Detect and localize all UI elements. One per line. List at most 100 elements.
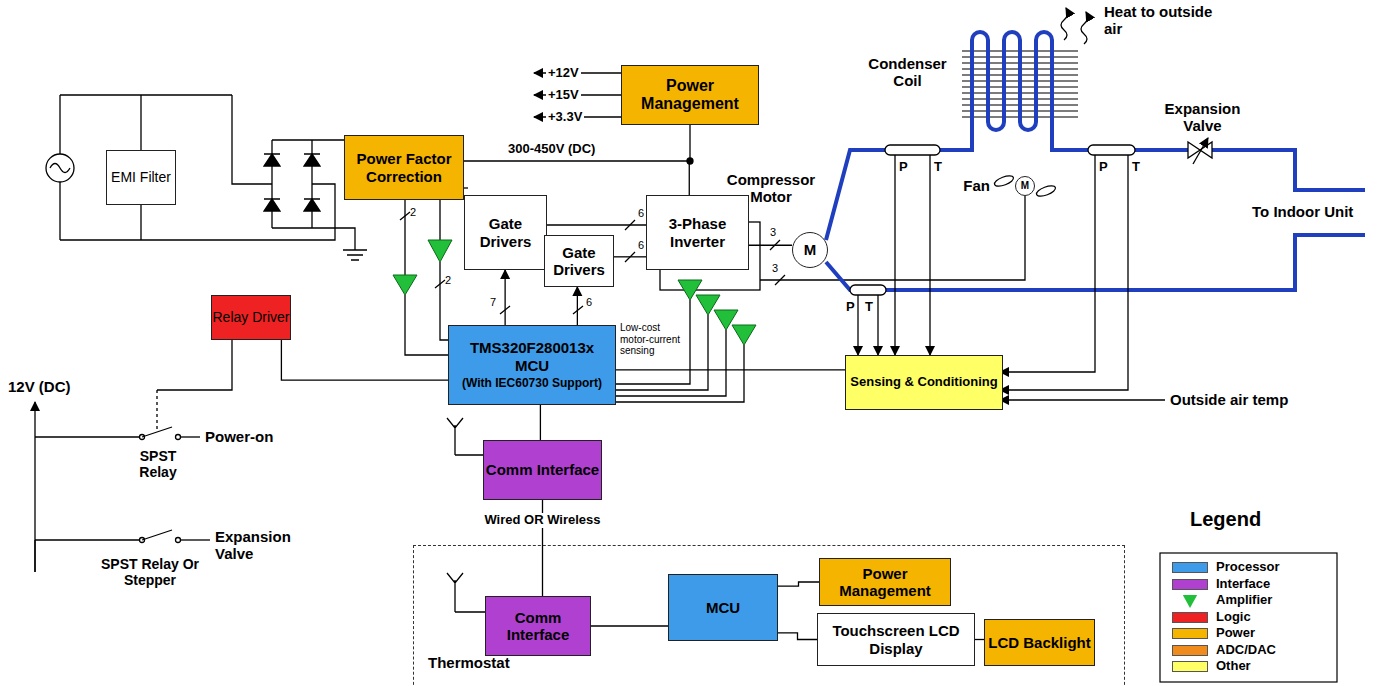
legend-swatch	[1172, 579, 1208, 590]
legend-text: Other	[1216, 659, 1251, 674]
ac-input-wiring	[232, 95, 335, 240]
text-label: SPST Relay	[128, 448, 188, 480]
legend-text: ADC/DAC	[1216, 643, 1276, 658]
fan-blades	[1035, 184, 1057, 198]
box-content: Gate Drivers	[465, 196, 546, 269]
relay-switches	[181, 436, 200, 437]
connector	[591, 625, 668, 626]
legend-text: Power	[1216, 626, 1255, 641]
text-label: Power-on	[205, 428, 273, 445]
fan-blades	[993, 174, 1015, 188]
text-label: 7	[490, 296, 496, 309]
box-content: MCU	[669, 575, 777, 640]
text-label: 6	[638, 207, 644, 220]
box-content: M	[793, 233, 827, 267]
connector	[547, 224, 646, 225]
pfc-box: Power Factor Correction	[344, 135, 464, 200]
relay-switches	[142, 427, 172, 437]
legend-text: Logic	[1216, 610, 1251, 625]
heat-arrows	[1081, 12, 1088, 44]
relay-switches	[176, 435, 181, 440]
text-label: Expansion Valve	[1150, 100, 1255, 135]
relay-switches	[176, 538, 181, 543]
box-content: Power Management	[820, 559, 950, 605]
text-label: P	[846, 300, 855, 315]
sensor-lines	[1000, 399, 1165, 400]
text-label: Condenser Coil	[860, 55, 955, 90]
box-content: EMI Filter	[107, 151, 175, 204]
text-label: 6	[638, 239, 644, 252]
processor-box: MCU	[668, 574, 778, 641]
ac-input-wiring	[50, 164, 70, 173]
connector	[540, 405, 541, 440]
node-text: Comm Interface	[486, 461, 599, 478]
legend-text: Processor	[1216, 560, 1280, 575]
thermostat-region: ThermostatComm InterfaceMCUPower Managem…	[413, 545, 1125, 686]
signal-wires	[616, 280, 744, 402]
legend-swatch	[1172, 661, 1208, 672]
ac-input-wiring	[60, 95, 232, 240]
sensing-box: Sensing & Conditioning	[845, 355, 1002, 410]
text-label: Heat to outside air	[1104, 3, 1214, 38]
relay-switches	[142, 530, 172, 540]
edge-label: Wired OR Wireless	[481, 513, 603, 528]
box-content: Sensing & Conditioning	[846, 356, 1001, 409]
edge-label: 300-450V (DC)	[505, 142, 598, 157]
legend-swatch	[1172, 562, 1208, 573]
box-content: Power Management	[622, 66, 758, 124]
connector	[577, 287, 578, 325]
interface-box: Comm Interface	[485, 596, 591, 656]
heat-arrows	[1061, 8, 1068, 40]
node-text: Sensing & Conditioning	[850, 375, 997, 390]
node-text: Comm Interface	[486, 609, 590, 644]
amplifier-symbol	[393, 275, 417, 295]
text-label: 2	[445, 274, 451, 287]
box-content: Comm Interface	[486, 597, 590, 655]
bridge-rectifier	[264, 154, 320, 199]
interface-box: Comm Interface	[483, 440, 602, 500]
legend-swatch	[1172, 628, 1208, 639]
sensor-lines	[894, 155, 895, 355]
relay-switches	[35, 437, 139, 572]
ac-input-wiring	[46, 95, 335, 240]
connector	[464, 161, 689, 195]
box-content: Comm Interface	[484, 441, 601, 499]
amplifier-symbol	[732, 325, 756, 345]
text-label: Low-cost motor-current sensing	[620, 322, 684, 357]
legend-text: Amplifier	[1216, 593, 1272, 608]
motor-circle: MCompressor Motor	[792, 232, 828, 268]
text-label: P	[1099, 160, 1108, 175]
text-label: 3	[770, 226, 776, 239]
node-text: TMS320F280013x MCU	[462, 339, 602, 374]
power-rails	[689, 125, 690, 161]
node-heading: Fan	[963, 177, 990, 194]
box-content: Power Factor Correction	[345, 136, 463, 199]
sensor-lines	[929, 155, 930, 355]
text-label: +3.3V	[546, 110, 584, 125]
node-text: Gate Drivers	[545, 244, 613, 279]
text-label: 2	[410, 206, 416, 219]
legend-text: Interface	[1216, 577, 1270, 592]
heat-arrows	[1061, 8, 1088, 44]
signal-wires	[156, 390, 157, 430]
node-text: (With IEC60730 Support)	[462, 377, 602, 391]
ac-input-wiring	[46, 154, 74, 182]
connector	[778, 633, 817, 640]
legend-swatch	[1172, 595, 1208, 608]
text-label: 6	[586, 296, 592, 309]
text-label: T	[934, 160, 942, 175]
box-content: Gate Drivers	[545, 236, 613, 286]
driver-box: Gate Drivers	[464, 195, 547, 270]
text-label: +15V	[546, 88, 581, 103]
text-label: Outside air temp	[1170, 391, 1288, 408]
text-label: +12V	[546, 66, 581, 81]
node-text: Gate Drivers	[465, 215, 546, 250]
text-label: T	[1132, 160, 1140, 175]
connector	[504, 270, 505, 325]
node-text: EMI Filter	[111, 169, 171, 185]
sensor-lines	[1088, 145, 1135, 155]
sensor-lines	[1000, 155, 1128, 390]
relay-box: Relay Driver	[211, 295, 291, 340]
box-content: M	[1016, 177, 1034, 195]
